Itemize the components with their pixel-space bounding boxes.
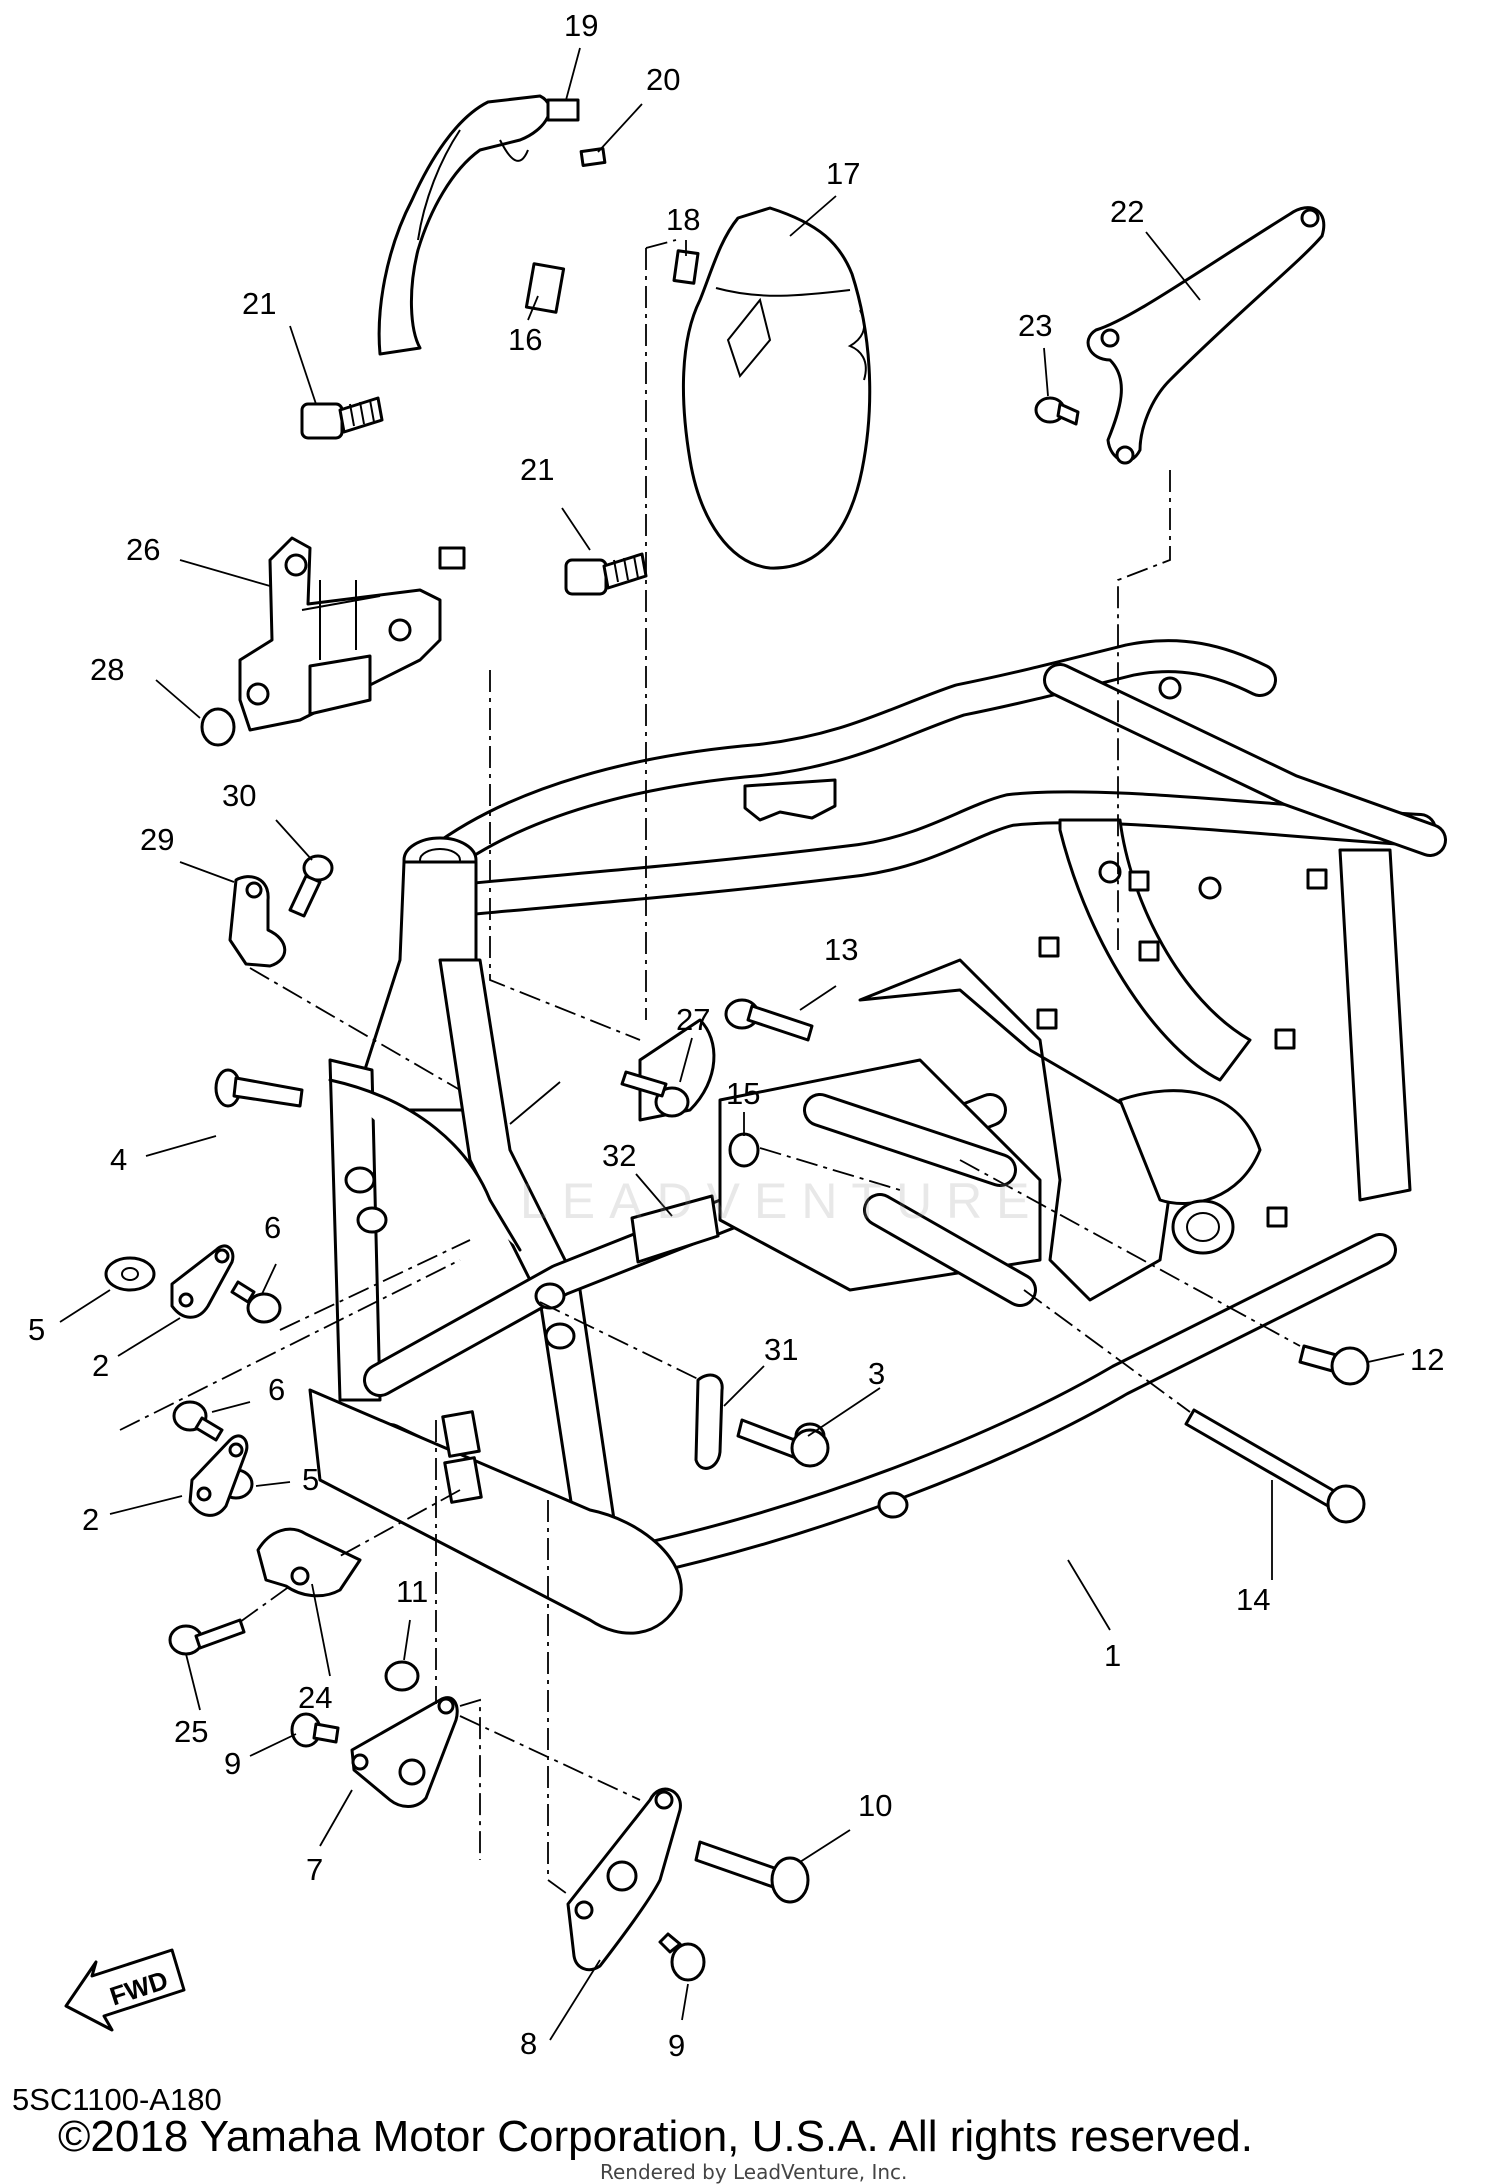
callout-19: 19 <box>564 8 598 43</box>
part-9-bolt-left <box>290 1712 340 1748</box>
callout-9-left: 9 <box>224 1746 241 1781</box>
callout-13: 13 <box>824 932 858 967</box>
part-31-bracket <box>694 1373 724 1470</box>
callout-24: 24 <box>298 1680 332 1715</box>
callout-27: 27 <box>676 1002 710 1037</box>
part-13-bolt <box>724 998 814 1042</box>
callout-22: 22 <box>1110 194 1144 229</box>
part-26-bracket <box>238 536 442 732</box>
callout-21-lower: 21 <box>520 452 554 487</box>
part-16-damper <box>524 262 566 314</box>
callout-9-right: 9 <box>668 2028 685 2063</box>
part-6-bolt-lower <box>172 1400 224 1442</box>
part-29-bracket <box>228 875 287 968</box>
assembly-lines <box>119 239 1301 1897</box>
part-21-bolt-lower <box>564 552 648 596</box>
callout-8: 8 <box>520 2026 537 2061</box>
callout-31: 31 <box>764 1332 798 1367</box>
part-19-cover <box>377 94 551 356</box>
part-25-bolt <box>168 1618 246 1656</box>
part-4-bolt <box>214 1068 304 1108</box>
callout-15: 15 <box>726 1076 760 1111</box>
callout-12: 12 <box>1410 1342 1444 1377</box>
callout-23: 23 <box>1018 308 1052 343</box>
callout-5-upper: 5 <box>28 1312 45 1347</box>
callout-10: 10 <box>858 1788 892 1823</box>
part-30-bolt <box>288 854 334 918</box>
callout-numbers: 1 2 2 3 4 5 5 6 6 7 8 9 9 10 11 12 13 14… <box>28 8 1444 2063</box>
callout-28: 28 <box>90 652 124 687</box>
part-18-label <box>672 249 700 285</box>
callout-32: 32 <box>602 1138 636 1173</box>
part-17-side-cover <box>681 206 872 570</box>
part-14-long-bolt <box>1184 1408 1366 1524</box>
part-10-bolt <box>694 1840 810 1904</box>
rendered-by-notice: Rendered by LeadVenture, Inc. <box>600 2160 908 2184</box>
part-15-washer <box>728 1132 760 1168</box>
part-6-bolt-upper <box>230 1280 282 1324</box>
part-5-washer-upper <box>104 1256 156 1292</box>
part-3-bolt <box>736 1418 830 1468</box>
part-9-bolt-right <box>658 1932 706 1982</box>
callout-17: 17 <box>826 156 860 191</box>
frame-assembly <box>308 639 1447 1635</box>
callout-18: 18 <box>666 202 700 237</box>
part-7-plate <box>350 1696 459 1808</box>
diagram-code: 5SC1100-A180 <box>12 2082 222 2117</box>
part-27-bolt <box>620 1070 690 1118</box>
part-24-bracket <box>256 1527 362 1598</box>
callout-leaders <box>59 47 1405 2041</box>
callout-5-lower: 5 <box>302 1462 319 1497</box>
callout-6-upper: 6 <box>264 1210 281 1245</box>
callout-20: 20 <box>646 62 680 97</box>
callout-25: 25 <box>174 1714 208 1749</box>
part-12-bolt <box>1298 1344 1370 1386</box>
callout-3: 3 <box>868 1356 885 1391</box>
callout-7: 7 <box>306 1852 323 1887</box>
callout-26: 26 <box>126 532 160 567</box>
part-21-bolt-upper <box>300 396 384 440</box>
callout-1: 1 <box>1104 1638 1121 1673</box>
callout-16: 16 <box>508 322 542 357</box>
part-20-clip <box>579 147 607 167</box>
callout-2-upper: 2 <box>92 1348 109 1383</box>
watermark: LEADVENTURE <box>520 1173 1044 1229</box>
callout-30: 30 <box>222 778 256 813</box>
callout-29: 29 <box>140 822 174 857</box>
callout-2-lower: 2 <box>82 1502 99 1537</box>
part-28-grommet <box>200 707 236 747</box>
part-22-bracket <box>1086 206 1326 463</box>
part-23-bolt <box>1034 396 1080 426</box>
callout-14: 14 <box>1236 1582 1270 1617</box>
copyright-notice: ©2018 Yamaha Motor Corporation, U.S.A. A… <box>58 2112 1253 2161</box>
part-32-label <box>630 1194 720 1264</box>
callout-21-upper: 21 <box>242 286 276 321</box>
callout-4: 4 <box>110 1142 127 1177</box>
fwd-arrow-icon: FWD <box>64 1948 186 2032</box>
callout-11: 11 <box>396 1574 428 1609</box>
part-11-nut <box>384 1660 420 1692</box>
callout-6-lower: 6 <box>268 1372 285 1407</box>
